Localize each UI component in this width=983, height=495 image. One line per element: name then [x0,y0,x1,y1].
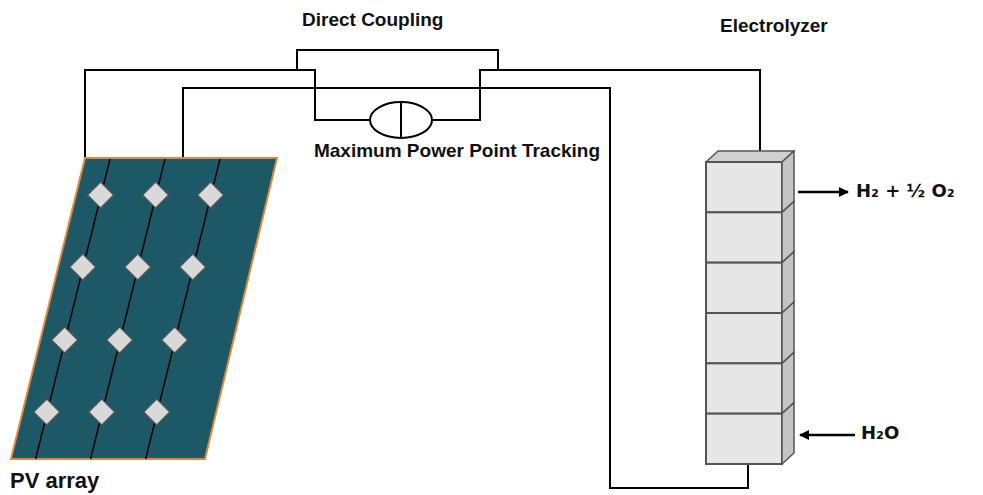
coupling-label: Direct Coupling [302,9,443,31]
feed-arrow [800,434,855,437]
mppt-unit: Maximum Power Point Tracking [287,100,627,164]
mppt-divider [400,102,402,138]
pv-cell [88,182,114,208]
pv-cell [34,399,60,425]
product-arrow [798,191,848,194]
cell-front [706,263,782,313]
pv-cell [162,327,188,353]
mppt-symbol [368,100,434,140]
pv-cell [144,399,170,425]
mppt-circle [370,102,432,138]
cell-front [706,414,782,464]
pv-cell [143,182,169,208]
feed-label: H₂O [861,422,899,443]
electrolyzer-stack: Electrolyzer [705,150,795,465]
cell-front [706,212,782,262]
node-label: PV array [10,468,99,494]
pv-cell [52,327,78,353]
cell-front [706,162,782,212]
cell-front [706,363,782,413]
pv-cell [107,327,133,353]
pv-panel [10,157,278,460]
pv-cell [125,254,151,280]
product-label: H₂ + ½ O₂ [856,180,955,201]
stack-drawing [705,150,795,465]
wire-connector [183,88,748,488]
node-label: Maximum Power Point Tracking [287,140,627,162]
pv-array: PV array [10,157,278,460]
panel-outline [11,158,277,459]
direct-coupling-wire [297,50,498,70]
pv-cell [70,254,96,280]
cell-front [706,313,782,363]
cell-side [782,403,794,464]
node-label: Electrolyzer [720,15,828,37]
pv-cell [198,182,224,208]
pv-cell [180,254,206,280]
pv-cell [89,399,115,425]
stack-top [706,151,794,162]
